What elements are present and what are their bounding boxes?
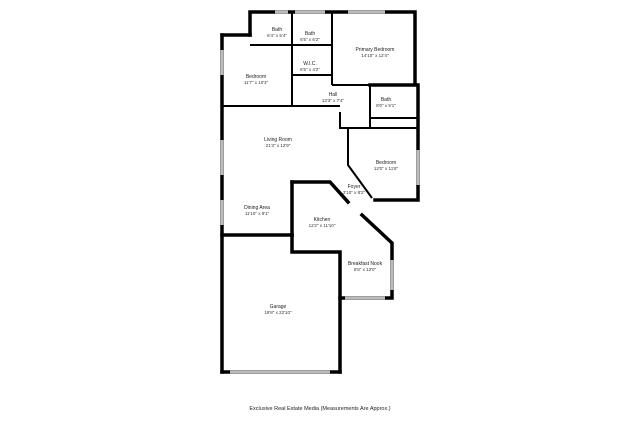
room-name: Bedroom xyxy=(376,160,396,166)
room-dims: 21'3" x 12'9" xyxy=(266,143,291,148)
room-name: Kitchen xyxy=(314,217,331,223)
room-name: Breakfast Nook xyxy=(348,261,383,267)
room-name: Bath xyxy=(381,97,392,103)
room-name: Foyer xyxy=(348,184,361,190)
room-dims: 6'4" x 5'4" xyxy=(267,33,287,38)
room-labels: Bath 6'4" x 5'4" Bath 6'5" x 6'2" Primar… xyxy=(244,27,399,315)
room-dims: 13'3" x 7'4" xyxy=(322,98,345,103)
room-dims: 14'10" x 12'4" xyxy=(361,53,389,58)
room-name: Garage xyxy=(270,304,287,310)
footer-credit: Exclusive Real Estate Media (Measurement… xyxy=(249,406,391,412)
walls xyxy=(220,10,420,374)
room-name: Primary Bedroom xyxy=(356,47,395,53)
room-name: W.I.C. xyxy=(303,61,317,67)
room-dims: 12'0" x 11'8" xyxy=(374,166,399,171)
room-name: Bath xyxy=(272,27,283,33)
room-name: Dining Area xyxy=(244,205,270,211)
room-dims: 11'7" x 10'3" xyxy=(244,80,269,85)
windows xyxy=(220,10,420,374)
room-dims: 6'5" x 4'2" xyxy=(300,67,320,72)
room-dims: 6'5" x 6'2" xyxy=(300,37,320,42)
room-name: Living Room xyxy=(264,137,292,143)
room-dims: 8'8" x 13'0" xyxy=(354,267,377,272)
room-name: Bath xyxy=(305,31,316,37)
room-dims: 8'0" x 5'1" xyxy=(376,103,396,108)
room-dims: 19'8" x 22'10" xyxy=(264,310,292,315)
room-dims: 11'10" x 9'1" xyxy=(245,211,270,216)
room-dims: 3'10" x 8'2" xyxy=(343,190,366,195)
room-name: Hall xyxy=(329,92,338,98)
room-name: Bedroom xyxy=(246,74,266,80)
room-dims: 12'2" x 11'10" xyxy=(309,223,336,228)
